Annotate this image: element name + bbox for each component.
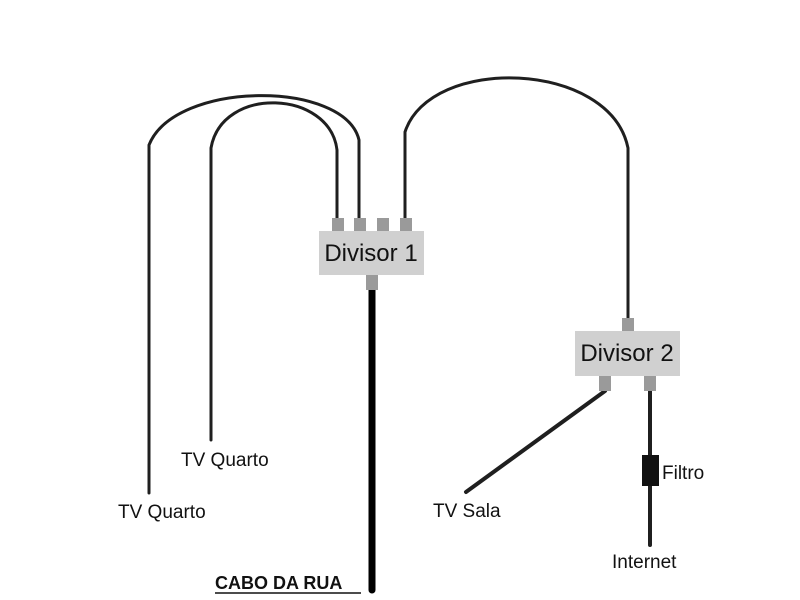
cable-divider1-to-divider2 bbox=[403, 76, 630, 322]
divider-1: Divisor 1 bbox=[319, 218, 424, 290]
street-cable-label: CABO DA RUA bbox=[215, 573, 342, 593]
divider-2-input-port bbox=[622, 318, 634, 332]
divider-2-port-1 bbox=[599, 376, 611, 391]
divider-2: Divisor 2 bbox=[575, 318, 680, 391]
cable-tv-sala bbox=[464, 389, 607, 494]
filter-label: Filtro bbox=[662, 463, 704, 484]
divider-1-port-3 bbox=[377, 218, 389, 232]
divider-1-port-4 bbox=[400, 218, 412, 232]
divider-1-label: Divisor 1 bbox=[324, 240, 417, 267]
cable-tv-quarto-inner bbox=[209, 101, 339, 442]
cable-tv-quarto-outer bbox=[147, 94, 361, 495]
tv-quarto-outer-label: TV Quarto bbox=[118, 502, 206, 523]
tv-sala-label: TV Sala bbox=[433, 501, 501, 522]
internet-label: Internet bbox=[612, 552, 677, 573]
divider-1-port-2 bbox=[354, 218, 366, 232]
divider-2-label: Divisor 2 bbox=[580, 340, 673, 367]
divider-2-box bbox=[575, 331, 680, 376]
filter-block bbox=[642, 455, 659, 486]
tv-quarto-inner-label: TV Quarto bbox=[181, 450, 269, 471]
divider-1-port-1 bbox=[332, 218, 344, 232]
divider-2-port-2 bbox=[644, 376, 656, 391]
divider-1-box bbox=[319, 231, 424, 275]
divider-1-input-port bbox=[366, 275, 378, 290]
